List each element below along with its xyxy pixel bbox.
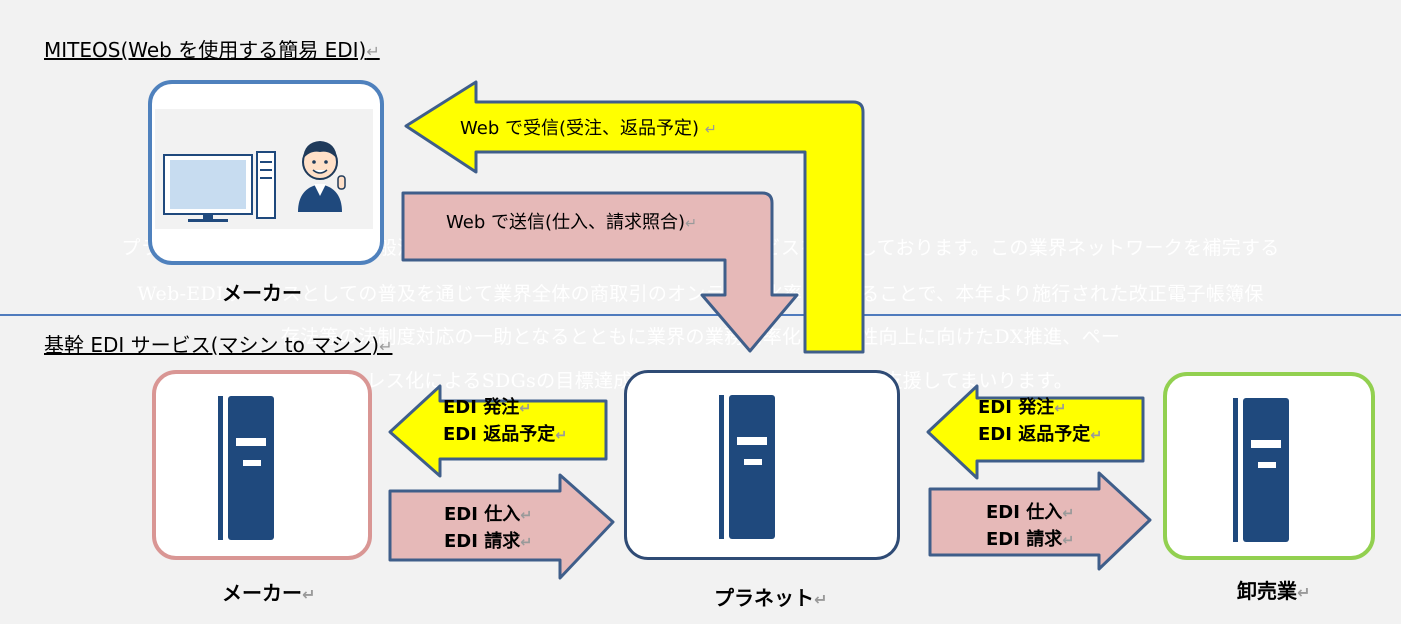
left-invoice-arrow <box>388 473 615 580</box>
web-send-arrow <box>401 191 799 353</box>
wholesaler-label: 卸売業↵ <box>1237 579 1311 603</box>
bottom-section-heading: 基幹 EDI サービス(マシン to マシン)↵ <box>44 333 393 357</box>
left-order-arrow <box>388 384 608 478</box>
background-paragraph-line-2: Web-EDIサービスとしての普及を通じて業界全体の商取引のオンライン化率を高め… <box>137 283 1264 305</box>
right-order-arrow-label: EDI 発注↵ EDI 返品予定↵ <box>978 397 1103 445</box>
maker-web-box <box>148 80 384 265</box>
section-divider <box>0 314 1401 316</box>
wholesaler-box <box>1163 372 1375 560</box>
web-receive-arrow <box>404 80 865 354</box>
right-invoice-arrow <box>928 471 1152 571</box>
maker-edi-label: メーカー↵ <box>222 581 316 605</box>
maker-edi-box <box>152 370 372 560</box>
top-section-heading: MITEOS(Web を使用する簡易 EDI)↵ <box>44 38 380 62</box>
maker-server-icon <box>218 396 274 540</box>
right-order-arrow <box>926 384 1145 480</box>
background-paragraph-line-3: 存法等の法制度対応の一助となるとともに業界の業務効率化・生産性向上に向けたDX推… <box>280 326 1121 348</box>
planet-label: プラネット↵ <box>714 586 828 610</box>
maker-web-label: メーカー <box>222 281 302 305</box>
left-order-arrow-label: EDI 発注↵ EDI 返品予定↵ <box>443 397 568 445</box>
pc-user-illustration <box>155 109 373 229</box>
web-send-arrow-label: Web で送信(仕入、請求照合)↵ <box>446 212 698 233</box>
wholesaler-server-icon <box>1233 398 1289 542</box>
web-receive-arrow-label: Web で受信(受注、返品予定) ↵ <box>460 118 717 139</box>
right-invoice-arrow-label: EDI 仕入↵ EDI 請求↵ <box>986 502 1075 550</box>
planet-server-icon <box>719 395 775 539</box>
left-invoice-arrow-label: EDI 仕入↵ EDI 請求↵ <box>444 504 533 552</box>
planet-box <box>624 370 900 560</box>
